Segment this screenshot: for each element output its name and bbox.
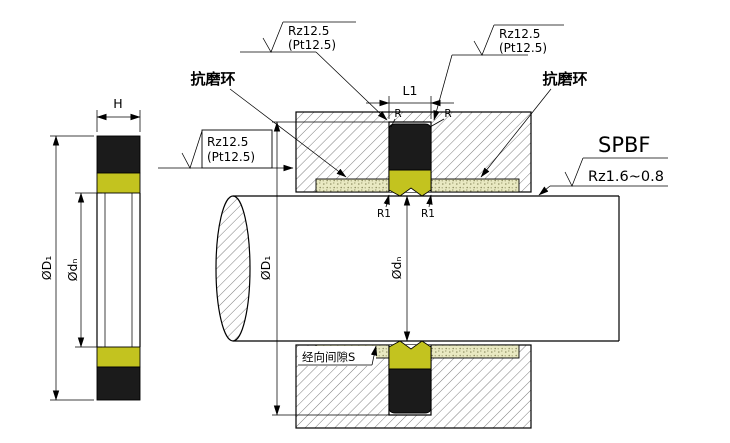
radius-R1-left-label: R1 [377,208,391,220]
dim-H: H [96,96,141,132]
radius-callouts: R R R1 R1 [377,108,452,220]
installation-view [215,111,620,429]
dim-H-label: H [113,96,122,111]
radius-R-right-label: R [444,108,451,120]
dim-dN-right: Ødₙ [389,195,411,342]
surface-finish-callout-shaft: SPBF Rz1.6~0.8 [538,133,668,196]
wear-ring-top-right [430,178,520,193]
installed-seal-top [388,123,432,171]
seal-body-top [96,135,141,174]
clearance-callout: 经向间隙S [298,345,378,366]
roughness-value-alt: (Pt12.5) [499,41,547,55]
wear-ring-label-right: 抗磨环 [542,70,587,88]
roughness-value: Rz12.5 [288,24,329,38]
roughness-value-alt: (Pt12.5) [288,38,336,52]
dim-OD1-left-label: ØD₁ [39,256,54,280]
dim-OD1-right: ØD₁ [258,121,389,416]
dim-OD1-right-label: ØD₁ [258,256,273,280]
roughness-value: Rz12.5 [499,27,540,41]
callout-frame [201,129,273,169]
dim-dN-left: Ødₙ [65,192,102,348]
shaft [215,195,620,342]
dim-L1-label: L1 [403,83,418,98]
shaft-break-end [215,195,251,342]
wear-ring-labels: 抗磨环 抗磨环 [190,70,588,178]
wear-ring-label-left: 抗磨环 [190,70,235,88]
seal-body-bottom [96,366,141,401]
installed-energizer-top [388,169,432,197]
energizer-ring-top [96,172,141,194]
surface-finish-callout-top-right: Rz12.5 (Pt12.5) [433,24,564,121]
dim-dN-right-label: Ødₙ [389,257,404,280]
surface-finish-callout-top-left: Rz12.5 (Pt12.5) [240,21,388,121]
radius-R-left-label: R [394,108,401,120]
surface-finish-icon [181,130,203,169]
series-name: SPBF [598,133,650,157]
surface-finish-icon [564,157,584,187]
surface-finish-icon [262,21,284,53]
installed-seal-bottom [388,368,432,414]
installed-energizer-bottom [388,340,432,370]
seal-cross-section-view [96,135,141,401]
radius-R1-right-label: R1 [421,208,435,220]
wear-ring-bottom-right [430,344,520,359]
roughness-value-alt: (Pt12.5) [207,150,255,164]
dim-OD1-left: ØD₁ [39,135,94,401]
shaft-roughness-value: Rz1.6~0.8 [588,169,664,185]
dim-dN-left-label: Ødₙ [65,259,80,282]
surface-finish-icon [473,24,495,56]
clearance-label: 经向间隙S [302,350,355,364]
dim-L1: L1 [366,83,454,119]
wear-ring-top-left [315,178,390,193]
roughness-value: Rz12.5 [207,135,248,149]
energizer-ring-bottom [96,346,141,368]
surface-finish-callout-mid-left: Rz12.5 (Pt12.5) [158,129,294,172]
